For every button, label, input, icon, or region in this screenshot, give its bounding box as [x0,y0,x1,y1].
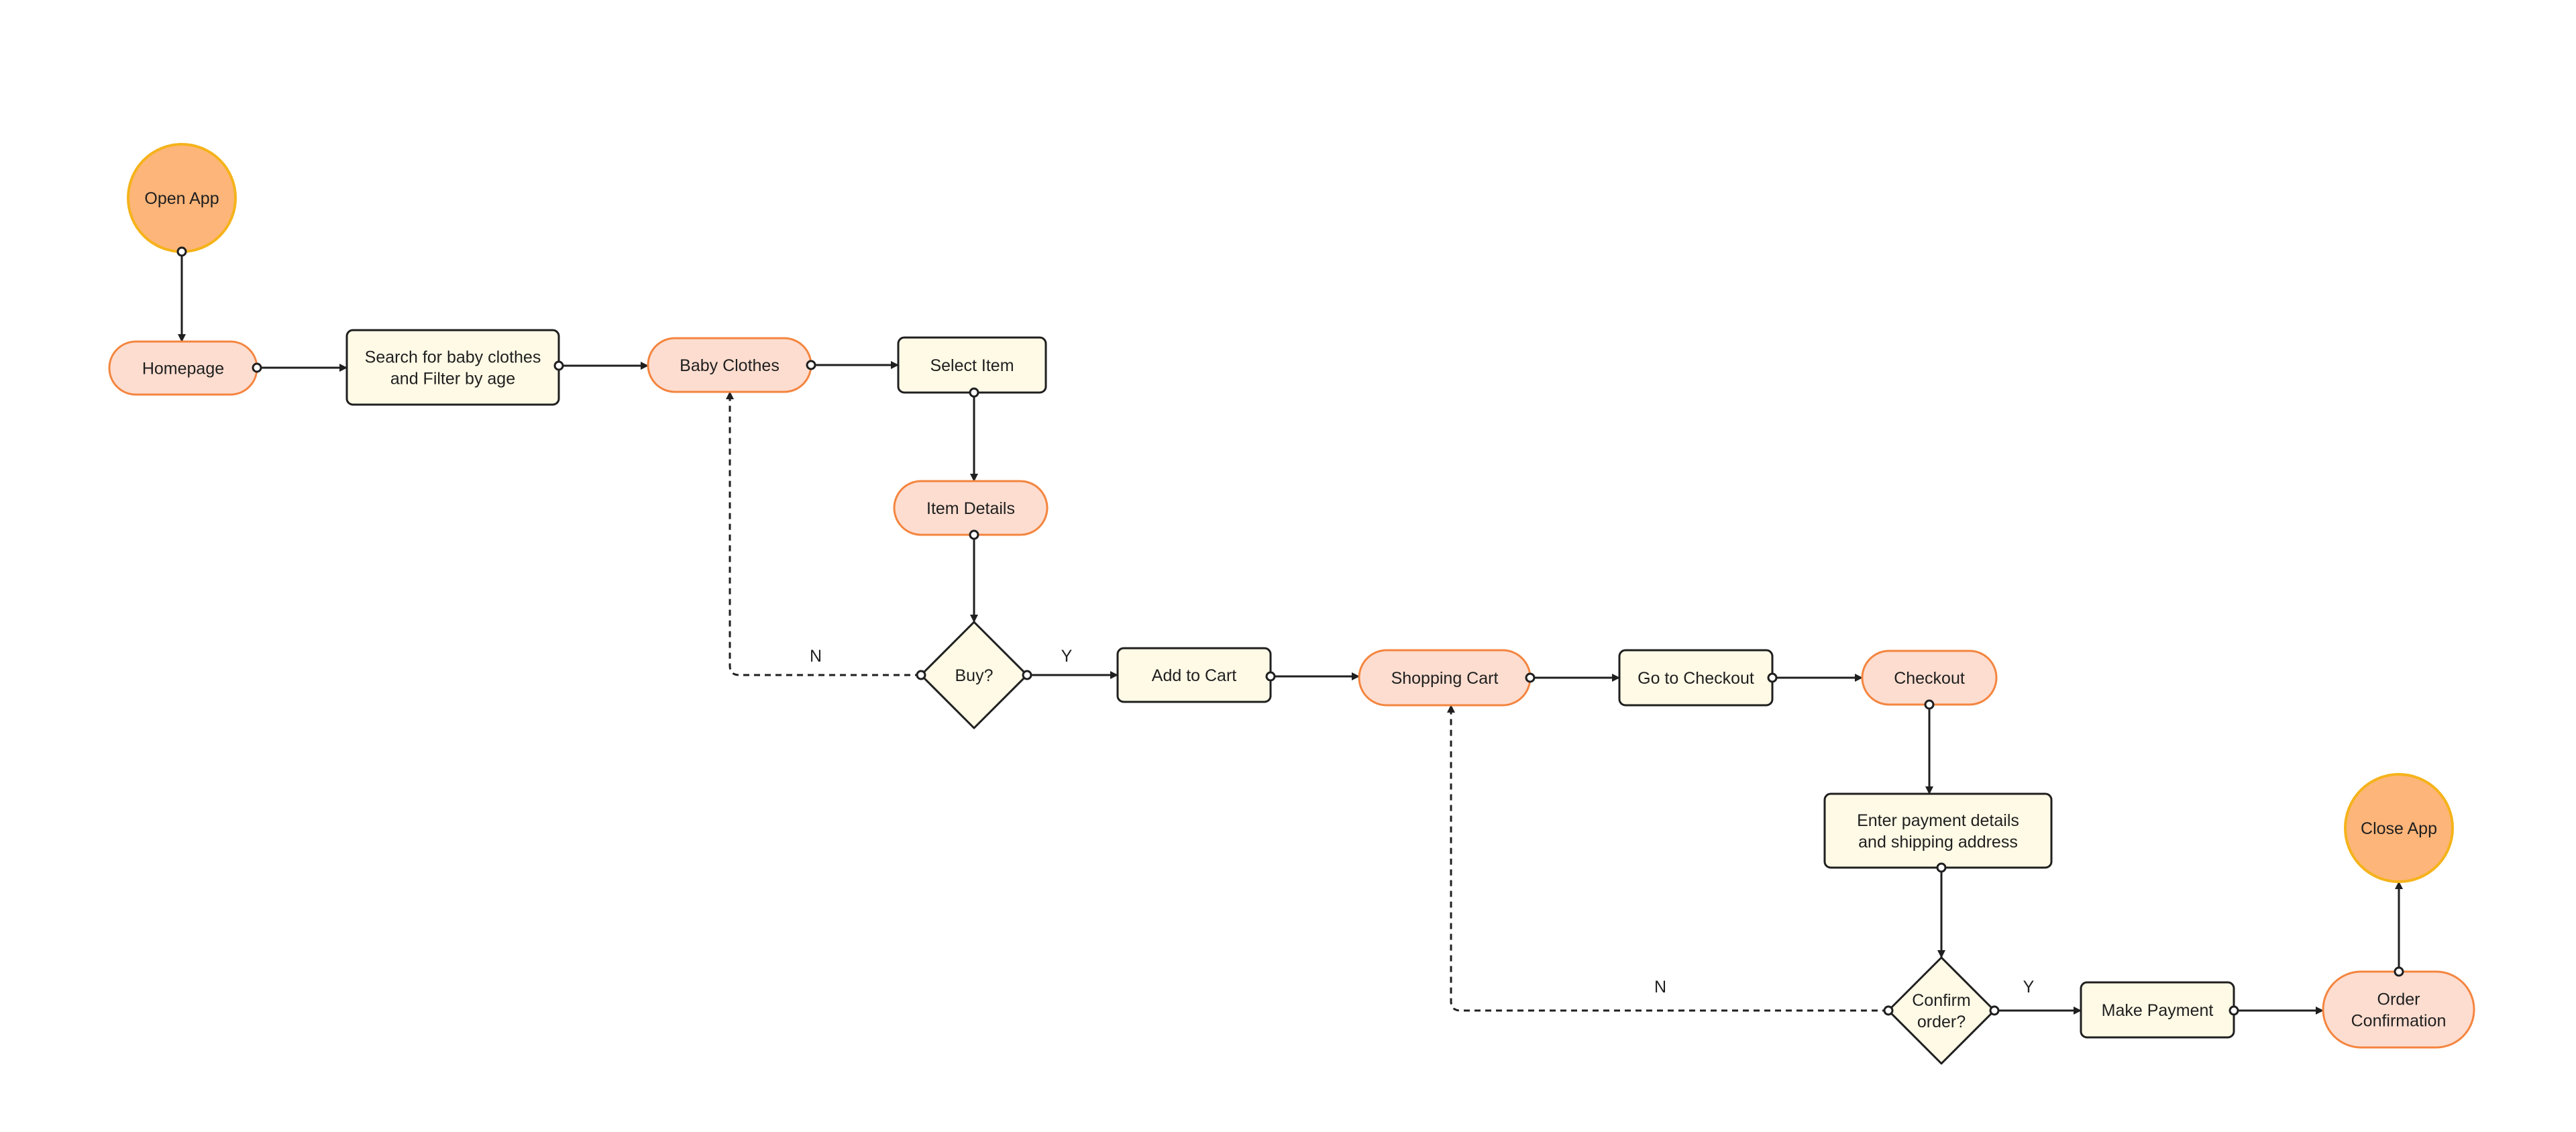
connector-dot [1767,672,1778,683]
node-go-to-checkout[interactable]: Go to Checkout [1618,649,1774,707]
connector-dot [1989,1005,2000,1016]
node-label: and Filter by age [390,369,515,388]
edge-label-y: Y [2023,978,2035,996]
node-label: Enter payment details [1857,811,2019,830]
node-label: Make Payment [2102,1001,2214,1020]
connector-dot [176,246,187,257]
edge-label-n: N [1654,978,1666,996]
node-shopping-cart[interactable]: Shopping Cart [1358,649,1532,707]
connector-dot [1265,671,1276,682]
node-label: Homepage [142,359,224,378]
connector-arrow [1447,705,1888,1012]
connector-dot [2229,1005,2239,1016]
node-label: Item Details [926,499,1015,518]
node-label: Confirm [1912,991,1971,1010]
node-enter-payment[interactable]: Enter payment details and shipping addres… [1823,792,2053,869]
edge-buy-to-add-to-cart: Y [1027,647,1118,679]
connector-dot [1883,1005,1894,1016]
connector-dot [1924,699,1935,710]
node-label: and shipping address [1858,833,2018,852]
decision-shape [1887,956,1996,1065]
edge-label-n: N [810,647,822,666]
node-label: Confirmation [2351,1011,2447,1030]
decision-shape [920,621,1028,729]
edge-confirm-order-to-shopping-cart: N [1447,705,1888,1012]
node-buy[interactable]: Buy? [920,621,1028,729]
node-item-details[interactable]: Item Details [893,480,1049,536]
connector-dot [1525,672,1536,683]
node-label: Go to Checkout [1638,669,1754,688]
connector-dots-layer [176,246,2404,1016]
node-label: Select Item [930,356,1014,375]
edge-label-y: Y [1061,647,1073,666]
node-close-app[interactable]: Close App [2344,773,2454,883]
connector-dot [1936,862,1947,873]
node-homepage[interactable]: Homepage [108,340,258,396]
terminal-shape [2344,773,2454,883]
connector-dot [916,670,926,680]
node-confirm-order[interactable]: Confirm order? [1887,956,1996,1065]
node-label: Open App [144,189,219,208]
node-label: Baby Clothes [680,356,780,375]
node-label: Order [2377,990,2420,1009]
screen-shape [2322,970,2475,1049]
node-make-payment[interactable]: Make Payment [2080,981,2235,1039]
edges-layer: Y N Y N [178,252,2403,1015]
node-search[interactable]: Search for baby clothes and Filter by age [345,329,560,406]
node-label: Close App [2361,819,2437,838]
connector-dot [2394,966,2404,977]
node-label: Buy? [955,666,994,685]
node-label: Checkout [1894,669,1965,688]
connector-arrow [726,391,921,676]
action-shape [1823,792,2053,869]
node-add-to-cart[interactable]: Add to Cart [1116,647,1272,703]
edge-buy-to-baby-clothes: N [726,391,921,676]
node-label: Search for baby clothes [365,348,541,366]
connector-dot [969,529,979,540]
connector-dot [806,360,816,370]
node-label: Add to Cart [1152,666,1237,685]
action-shape [345,329,560,406]
connector-dot [553,360,564,371]
edge-confirm-order-to-make-payment: Y [1994,978,2082,1015]
node-select-item[interactable]: Select Item [897,336,1047,394]
node-checkout[interactable]: Checkout [1861,650,1998,706]
node-label: Shopping Cart [1391,669,1499,688]
node-open-app[interactable]: Open App [127,143,237,253]
connector-dot [252,362,262,373]
node-baby-clothes[interactable]: Baby Clothes [647,337,812,393]
node-label: order? [1917,1013,1966,1031]
connector-dot [1022,670,1032,680]
connector-dot [969,387,979,398]
